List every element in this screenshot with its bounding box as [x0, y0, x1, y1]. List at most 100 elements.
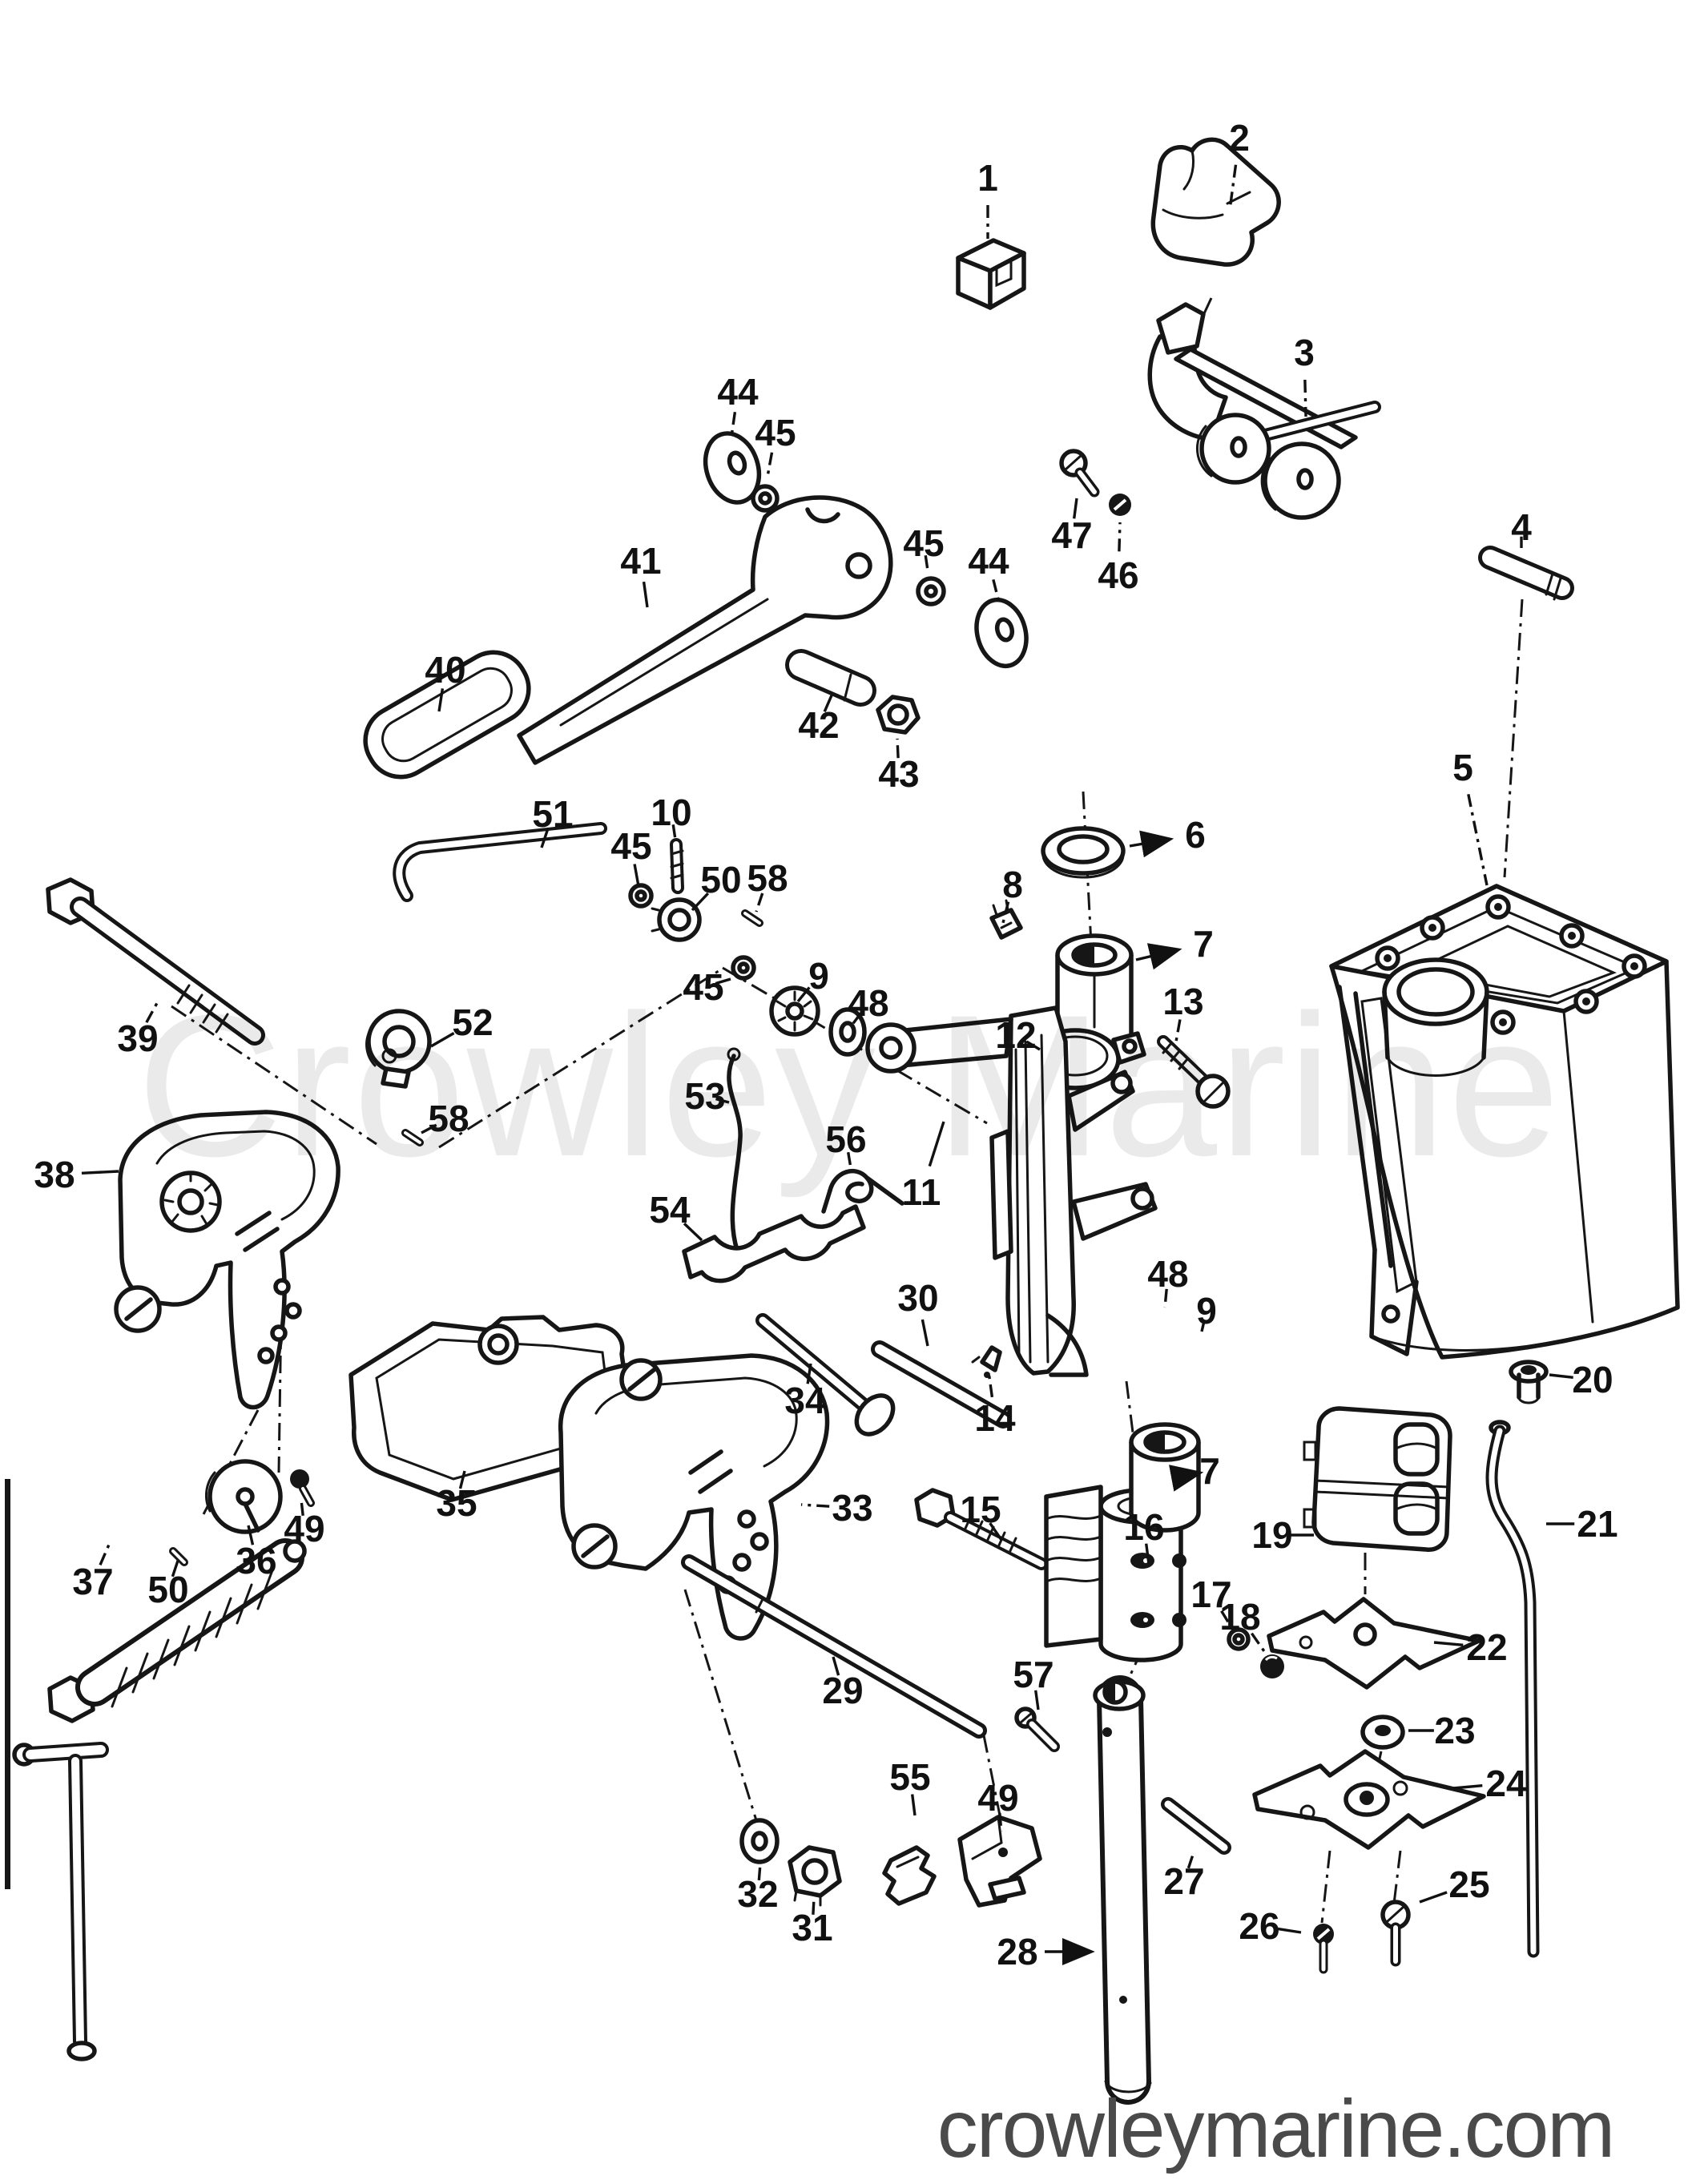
- leader-line-43: [896, 738, 900, 759]
- part-47-screw: [1059, 449, 1100, 498]
- part-36-friction-disc: [204, 1459, 283, 1534]
- part-26-screw: [1313, 1924, 1334, 1974]
- callout-44: 44: [717, 371, 759, 413]
- part-51-link-rod: [393, 822, 607, 902]
- callout-49: 49: [977, 1777, 1018, 1819]
- leader-line-6: [1129, 830, 1174, 858]
- part-14-clip: [971, 1345, 1002, 1378]
- leader-line-24: [1452, 1784, 1483, 1790]
- callout-44: 44: [968, 540, 1009, 582]
- part-9-star-washer-upper: [769, 985, 820, 1037]
- part-2-clamp-lever: [1150, 137, 1281, 267]
- leader-line-46: [1118, 522, 1122, 552]
- callout-2: 2: [1229, 117, 1250, 159]
- callout-35: 35: [436, 1482, 477, 1524]
- leader-line-44: [992, 578, 1001, 603]
- leader-line-48: [1163, 1288, 1168, 1308]
- leader-line-18: [1251, 1632, 1267, 1654]
- callout-55: 55: [889, 1756, 930, 1798]
- part-40-grip: [363, 650, 531, 780]
- callout-7: 7: [1199, 1450, 1220, 1492]
- callout-58: 58: [747, 857, 788, 899]
- part-33-clamp-bracket: [558, 1353, 830, 1641]
- leader-line-58: [755, 893, 764, 913]
- leader-line-26: [1278, 1927, 1302, 1934]
- leader-line-38: [81, 1170, 119, 1175]
- leader-line-58: [421, 1123, 437, 1134]
- leader-line-40: [437, 688, 445, 712]
- leader-line-10: [671, 824, 677, 840]
- callout-22: 22: [1466, 1626, 1507, 1668]
- part-45-nut-link: [628, 883, 654, 909]
- callout-17: 17: [1190, 1574, 1231, 1615]
- part-20-bushing: [1509, 1360, 1549, 1404]
- callout-38: 38: [34, 1154, 75, 1195]
- callout-9: 9: [1196, 1290, 1217, 1332]
- part-13-screw: [1157, 1035, 1231, 1109]
- callout-10: 10: [651, 792, 691, 833]
- part-43-nut: [876, 695, 921, 735]
- callout-5: 5: [1452, 747, 1473, 788]
- callout-34: 34: [784, 1380, 826, 1421]
- callout-37: 37: [72, 1561, 113, 1602]
- leader-line-32: [757, 1863, 762, 1881]
- leader-line-39: [145, 1002, 159, 1024]
- callout-7: 7: [1193, 923, 1214, 965]
- part-28-swivel-tube: [1093, 1675, 1152, 2105]
- diagram-line-art: [5, 137, 1680, 2105]
- callout-36: 36: [236, 1540, 276, 1582]
- part-46-nut: [1109, 494, 1131, 516]
- callout-15: 15: [960, 1489, 1001, 1530]
- leader-line-45: [766, 452, 774, 477]
- leader-line-27: [1186, 1852, 1195, 1869]
- callout-45: 45: [683, 966, 723, 1008]
- part-44-washer-upper: [703, 431, 762, 505]
- callout-40: 40: [425, 649, 465, 691]
- callout-52: 52: [452, 1001, 493, 1043]
- leader-line-47: [1073, 498, 1078, 519]
- leader-line-5: [1467, 793, 1489, 886]
- leader-line-41: [642, 581, 649, 608]
- part-21-shift-rod: [1485, 1420, 1540, 1958]
- leader-line-36: [247, 1525, 255, 1545]
- leader-line-54: [683, 1222, 703, 1242]
- leader-line-16: [1145, 1543, 1150, 1565]
- part-19-mount-block: [1303, 1406, 1452, 1552]
- callout-21: 21: [1577, 1503, 1617, 1545]
- callout-leader-lines: [81, 164, 1575, 1965]
- part-17-washer: [1227, 1627, 1251, 1651]
- part-58-pin-link: [741, 909, 763, 927]
- callout-16: 16: [1123, 1506, 1164, 1548]
- callout-6: 6: [1185, 814, 1206, 856]
- part-39-bolt: [46, 877, 265, 1046]
- callout-3: 3: [1294, 332, 1315, 373]
- part-45-nut-right: [916, 576, 946, 606]
- callout-24: 24: [1485, 1763, 1527, 1804]
- leader-line-15: [989, 1522, 1003, 1541]
- part-3-latch-assembly: [1147, 302, 1381, 520]
- callout-32: 32: [737, 1873, 778, 1915]
- part-25-screw: [1380, 1900, 1411, 1967]
- callout-46: 46: [1098, 554, 1138, 596]
- callout-51: 51: [532, 793, 573, 835]
- callout-31: 31: [792, 1907, 832, 1948]
- leader-line-50: [171, 1560, 179, 1578]
- callout-19: 19: [1251, 1514, 1292, 1556]
- part-45-nut-lower: [731, 955, 756, 981]
- part-49-clamp-block: [957, 1815, 1042, 1908]
- callout-57: 57: [1013, 1654, 1053, 1695]
- callout-45: 45: [755, 412, 796, 453]
- callout-23: 23: [1434, 1710, 1475, 1751]
- leader-line-20: [1549, 1373, 1573, 1379]
- leader-line-49: [300, 1499, 304, 1516]
- callout-48: 48: [1147, 1253, 1188, 1295]
- leader-line-37: [99, 1544, 111, 1565]
- callout-41: 41: [620, 540, 661, 582]
- callout-50: 50: [147, 1569, 188, 1610]
- leader-line-44: [730, 411, 737, 437]
- part-38-clamp-bracket: [114, 1110, 340, 1410]
- part-52-retainer: [365, 1009, 432, 1089]
- callout-50: 50: [700, 859, 741, 901]
- leader-line-22: [1433, 1641, 1464, 1646]
